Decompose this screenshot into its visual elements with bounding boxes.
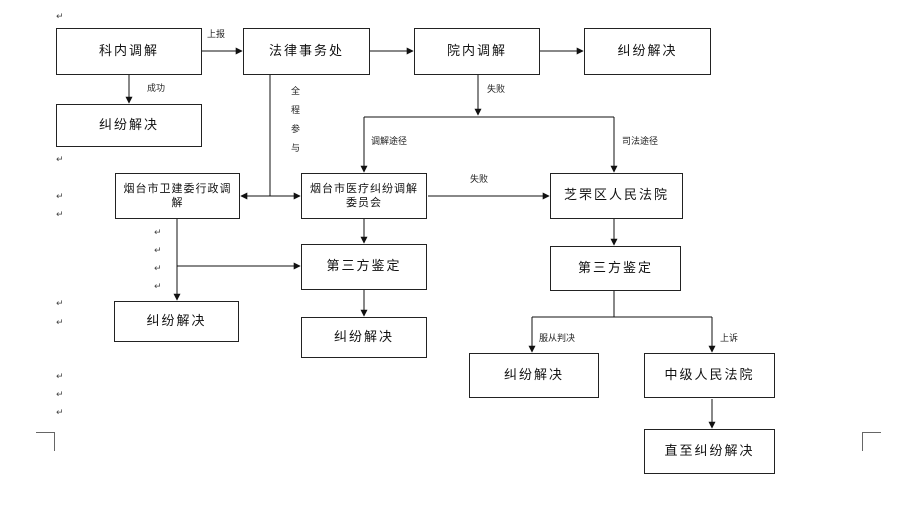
label-success: 成功	[147, 84, 166, 94]
paragraph-mark: ↵	[56, 210, 64, 220]
hospital-mediation-box: 院内调解	[414, 28, 540, 75]
paragraph-mark: ↵	[56, 390, 64, 400]
participation-char-3: 参	[291, 125, 301, 135]
resolved-box-d: 纠纷解决	[301, 317, 427, 358]
third-party-label-right: 第三方鉴定	[577, 260, 653, 276]
label-fail-top: 失败	[487, 85, 506, 95]
label-mediation-route: 调解途径	[371, 137, 408, 147]
medical-committee-box: 烟台市医疗纠纷调解委员会	[301, 173, 427, 219]
zhifu-court-label: 芝罘区人民法院	[563, 188, 669, 203]
label-accept-verdict: 服从判决	[539, 334, 576, 344]
final-resolved-box: 直至纠纷解决	[644, 429, 775, 474]
paragraph-mark: ↵	[56, 299, 64, 309]
resolved-label-e: 纠纷解决	[503, 367, 564, 383]
participation-char-1: 全	[291, 87, 301, 97]
paragraph-mark: ↵	[56, 318, 64, 328]
paragraph-mark: ↵	[56, 155, 64, 165]
third-party-box-mid: 第三方鉴定	[301, 244, 427, 290]
paragraph-mark: ↵	[56, 12, 64, 22]
medical-committee-label: 烟台市医疗纠纷调解委员会	[310, 182, 418, 209]
resolved-box-a: 纠纷解决	[584, 28, 711, 75]
legal-office-box: 法律事务处	[243, 28, 370, 75]
dept-mediation-label: 科内调解	[98, 43, 159, 59]
resolved-label-c: 纠纷解决	[146, 313, 207, 329]
resolved-label-d: 纠纷解决	[333, 329, 394, 345]
paragraph-mark: ↵	[56, 372, 64, 382]
third-party-label-mid: 第三方鉴定	[326, 259, 402, 274]
label-fail-mid: 失败	[470, 175, 489, 185]
participation-char-2: 程	[291, 106, 301, 116]
paragraph-mark: ↵	[154, 282, 162, 292]
crop-mark-left	[36, 432, 55, 451]
resolved-label-b: 纠纷解决	[98, 117, 159, 133]
label-full-participation: 全 程 参 与	[291, 83, 300, 159]
crop-mark-right	[862, 432, 881, 451]
intermediate-court-label: 中级人民法院	[664, 367, 755, 383]
third-party-box-right: 第三方鉴定	[550, 246, 681, 291]
health-commission-label: 烟台市卫建委行政调解	[123, 182, 232, 209]
participation-char-4: 与	[291, 144, 301, 154]
legal-office-label: 法律事务处	[268, 43, 344, 59]
resolved-box-c: 纠纷解决	[114, 301, 239, 342]
paragraph-mark: ↵	[154, 264, 162, 274]
label-report-up: 上报	[207, 30, 226, 40]
paragraph-mark: ↵	[154, 246, 162, 256]
paragraph-mark: ↵	[56, 408, 64, 418]
paragraph-mark: ↵	[56, 192, 64, 202]
zhifu-court-box: 芝罘区人民法院	[550, 173, 683, 219]
resolved-box-e: 纠纷解决	[469, 353, 599, 398]
hospital-mediation-label: 院内调解	[446, 43, 507, 59]
resolved-box-b: 纠纷解决	[56, 104, 202, 147]
intermediate-court-box: 中级人民法院	[644, 353, 775, 398]
health-commission-box: 烟台市卫建委行政调解	[115, 173, 240, 219]
dept-mediation-box: 科内调解	[56, 28, 202, 75]
label-judicial-route: 司法途径	[622, 137, 659, 147]
resolved-label-a: 纠纷解决	[617, 43, 678, 59]
final-resolved-label: 直至纠纷解决	[664, 443, 755, 459]
label-appeal: 上诉	[720, 334, 739, 344]
paragraph-mark: ↵	[154, 228, 162, 238]
